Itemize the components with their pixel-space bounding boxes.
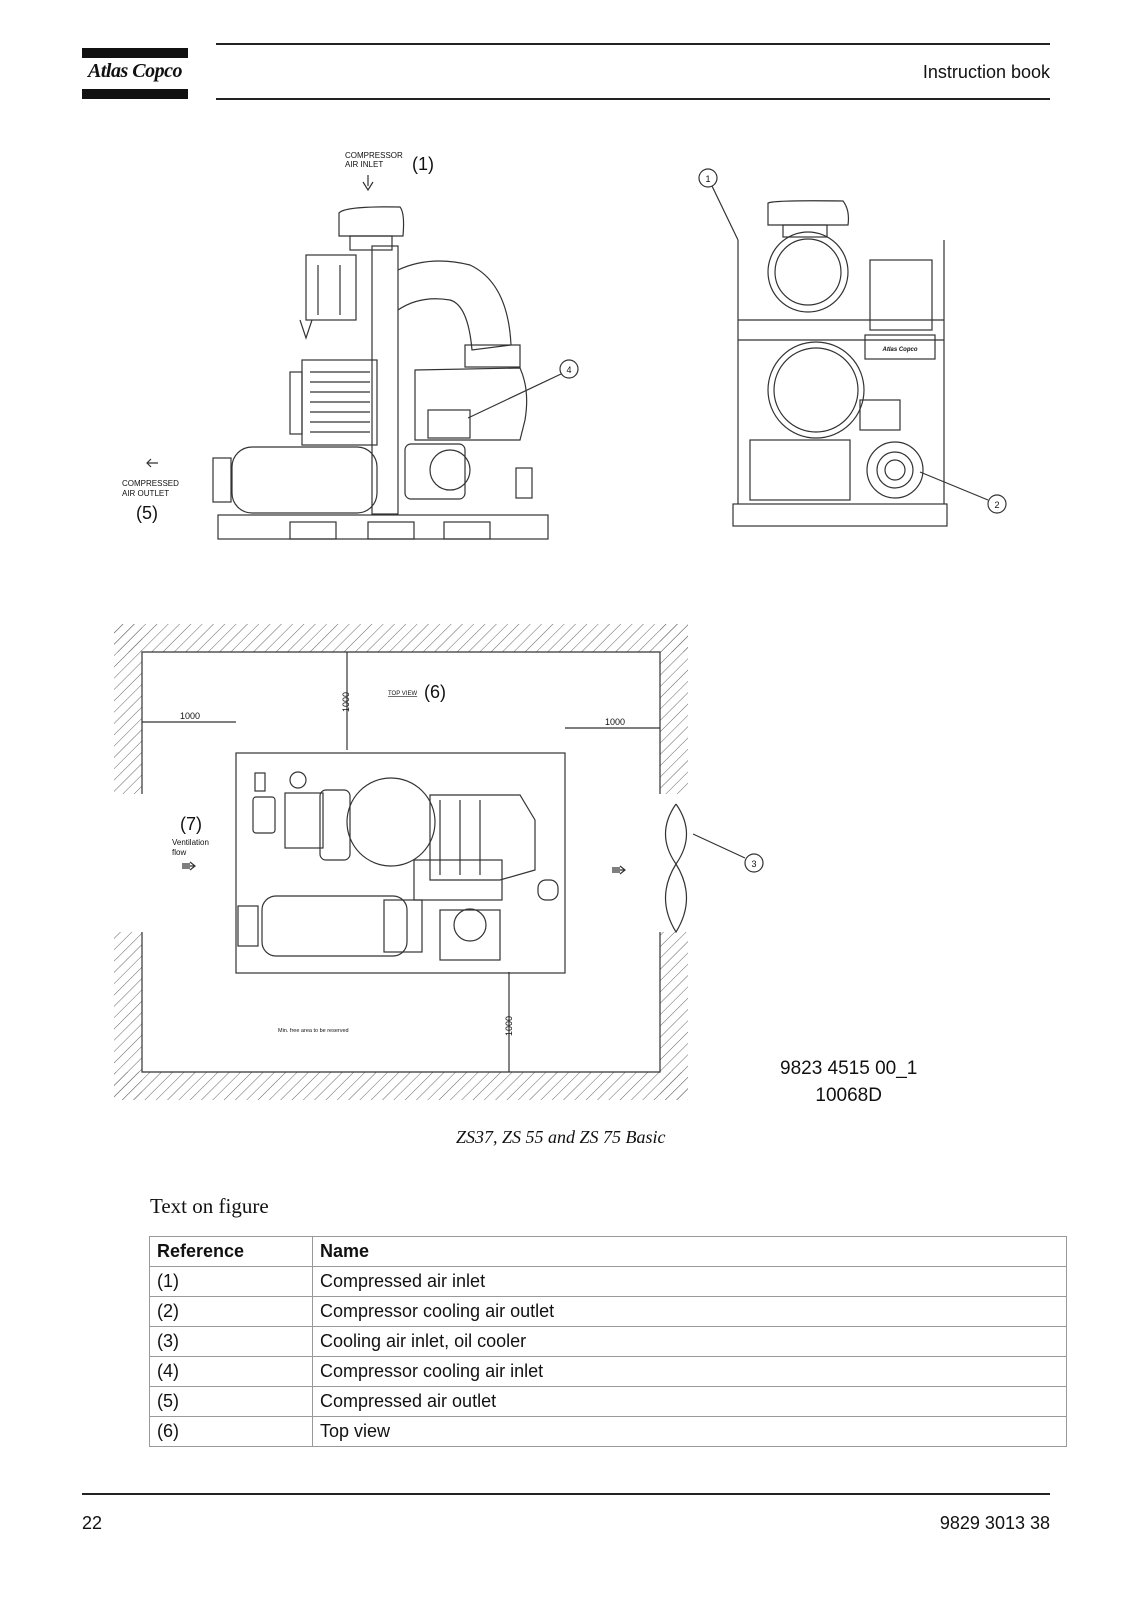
callout-1-circle (698, 168, 718, 188)
drawing-number: 9823 4515 00_1 10068D (780, 1055, 917, 1109)
top-view: 1000 1000 1000 1000 TOP VIEW (6) (7) Ven… (114, 624, 764, 1100)
compressor-element (414, 367, 528, 441)
drawing-number-line1: 9823 4515 00_1 (780, 1058, 918, 1079)
figure-caption: ZS37, ZS 55 and ZS 75 Basic (456, 1127, 666, 1147)
callout-4-circle (559, 359, 579, 379)
table-row: (3) Cooling air inlet, oil cooler (149, 1326, 1067, 1357)
header-rule-top (216, 43, 1050, 45)
free-area-note: Min. free area to be reserved (278, 1028, 349, 1034)
outlet-arrow (146, 458, 158, 468)
motor-top (346, 777, 436, 867)
page-number: 22 (82, 1513, 103, 1533)
callout-3: 3 (751, 859, 756, 869)
logo-bar-top (82, 48, 188, 58)
inlet-ref: (1) (412, 154, 434, 174)
dim-right: 1000 (605, 717, 625, 727)
top-view-ref: (6) (424, 682, 446, 702)
row-reference: (2) (149, 1296, 313, 1327)
outlet-label-line1: COMPRESSED (122, 479, 179, 488)
front-air-filter (767, 200, 850, 226)
document-number: 9829 3013 38 (939, 1513, 1050, 1533)
column-header-name: Name (312, 1236, 1067, 1267)
cooler-unit (869, 259, 933, 331)
inlet-arrow (362, 175, 374, 192)
side-view: COMPRESSOR AIR INLET (1) 4 (122, 151, 579, 540)
footer-rule (82, 1493, 1050, 1495)
row-reference: (4) (149, 1356, 313, 1387)
outlet-flange (212, 457, 232, 503)
ventilation-line1: Ventilation (172, 838, 209, 847)
row-reference: (1) (149, 1266, 313, 1297)
callout-3-circle (744, 853, 764, 873)
room-wall-outline (141, 651, 661, 1073)
front-badge: Atlas Copco (881, 347, 917, 353)
header-rule-bottom (216, 98, 1050, 100)
inlet-label-line1: COMPRESSOR (345, 151, 403, 160)
row-name: Compressor cooling air inlet (312, 1356, 1067, 1387)
callout-2: 2 (994, 500, 999, 510)
table-row: (5) Compressed air outlet (149, 1386, 1067, 1417)
vertical-column (371, 245, 399, 515)
outlet-ref: (5) (136, 503, 158, 523)
ventilation-line2: flow (172, 848, 186, 857)
technical-drawing: COMPRESSOR AIR INLET (1) 4 (114, 151, 1007, 1100)
row-name: Cooling air inlet, oil cooler (312, 1326, 1067, 1357)
reference-table: Reference Name (1) Compressed air inlet … (149, 1236, 1067, 1447)
section-title: Text on figure (150, 1194, 269, 1218)
fan-blade-lower (665, 863, 687, 934)
table-row: (1) Compressed air inlet (149, 1266, 1067, 1297)
elbow-pipe (397, 260, 512, 351)
callout-4: 4 (566, 365, 571, 375)
table-row: (4) Compressor cooling air inlet (149, 1356, 1067, 1387)
base-frame (217, 514, 549, 540)
front-base (732, 503, 948, 527)
row-reference: (6) (149, 1416, 313, 1447)
receiver-top (261, 895, 408, 957)
header-title: Instruction book (922, 62, 1050, 82)
fan-blade-upper (665, 803, 687, 866)
column-header-reference: Reference (149, 1236, 313, 1267)
top-view-label: TOP VIEW (388, 691, 417, 697)
atlas-copco-logo: Atlas Copco (82, 48, 188, 100)
ventilation-ref: (7) (180, 814, 202, 834)
dim-left: 1000 (180, 711, 200, 721)
row-name: Compressed air outlet (312, 1386, 1067, 1417)
row-name: Compressor cooling air outlet (312, 1296, 1067, 1327)
machine-footprint (235, 752, 566, 974)
cooling-outlet-ring (866, 441, 924, 499)
row-reference: (5) (149, 1386, 313, 1417)
dim-bottom: 1000 (504, 1016, 514, 1036)
inlet-housing (767, 231, 849, 313)
callout-1: 1 (705, 174, 710, 184)
front-view: Atlas Copco 1 2 (698, 168, 1007, 527)
air-filter-cap (338, 206, 405, 237)
callout-2-circle (987, 494, 1007, 514)
dim-top: 1000 (341, 692, 351, 712)
row-reference: (3) (149, 1326, 313, 1357)
row-name: Top view (312, 1416, 1067, 1447)
outlet-label-line2: AIR OUTLET (122, 489, 169, 498)
table-header-row: Reference Name (149, 1236, 1067, 1267)
motor-front (767, 341, 865, 439)
table-row: (6) Top view (149, 1416, 1067, 1447)
cooler-box (305, 254, 357, 321)
drawing-number-line2: 10068D (815, 1085, 882, 1106)
logo-text: Atlas Copco (88, 60, 182, 82)
row-name: Compressed air inlet (312, 1266, 1067, 1297)
table-row: (2) Compressor cooling air outlet (149, 1296, 1067, 1327)
receiver-tank (231, 446, 378, 514)
logo-bar-bottom (82, 89, 188, 99)
inlet-label-line2: AIR INLET (345, 160, 383, 169)
